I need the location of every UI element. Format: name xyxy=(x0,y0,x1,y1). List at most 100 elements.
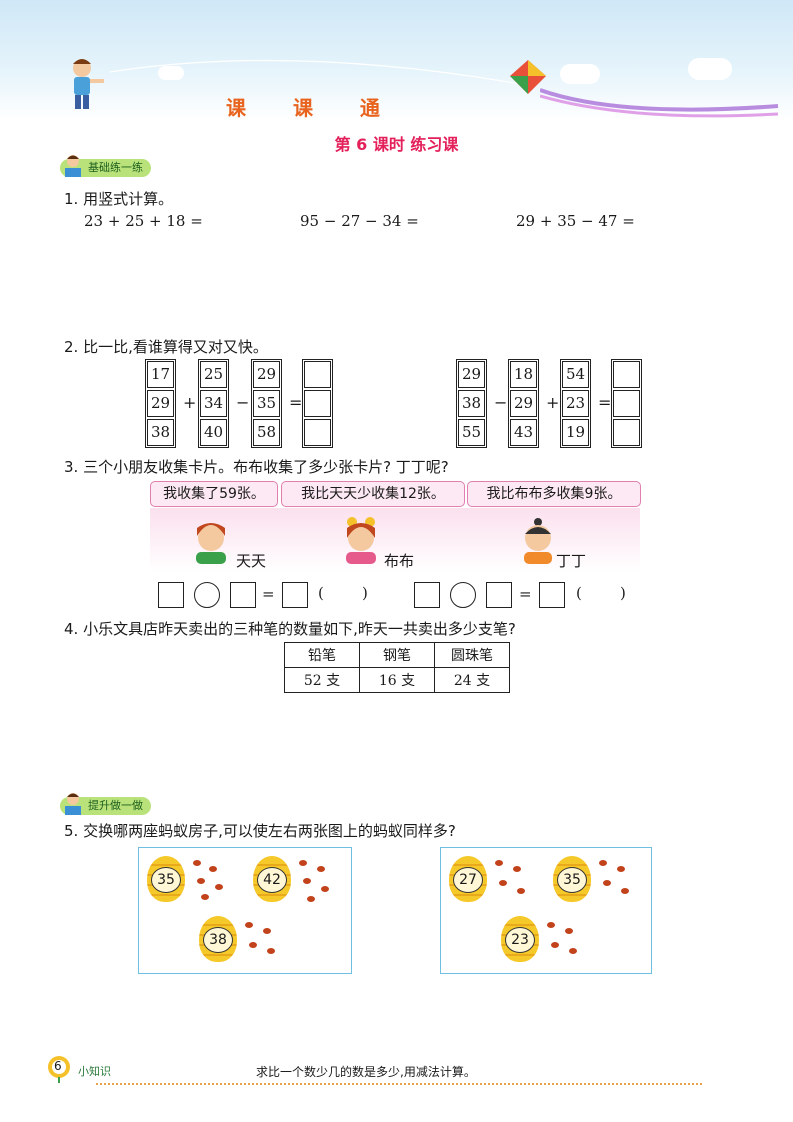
kite-icon xyxy=(510,60,546,94)
number-cell: 18 xyxy=(510,361,537,388)
unit-parentheses[interactable]: ( ) xyxy=(576,584,626,602)
girl-bubu-illustration xyxy=(346,517,376,564)
table-header-cell: 钢笔 xyxy=(359,642,435,668)
answer-box[interactable] xyxy=(282,582,308,608)
ant-icon xyxy=(193,860,201,866)
q2-left-column-2: 25 34 40 xyxy=(198,359,229,448)
ant-icon xyxy=(209,866,217,872)
ant-icon xyxy=(249,942,257,948)
ant-house[interactable]: 35 xyxy=(147,856,185,902)
ant-icon xyxy=(495,860,503,866)
answer-cell[interactable] xyxy=(613,390,640,417)
q3-scene-background xyxy=(150,508,640,572)
brand-title: 课 课 通 xyxy=(226,96,400,120)
q2-left-answer-column xyxy=(302,359,333,448)
ant-house[interactable]: 27 xyxy=(449,856,487,902)
number-cell: 55 xyxy=(458,419,485,446)
ant-count: 35 xyxy=(557,867,587,893)
speech-bubble-dingding: 我比布布多收集9张。 xyxy=(467,481,641,507)
question-5-text: 5. 交换哪两座蚂蚁房子,可以使左右两张图上的蚂蚁同样多? xyxy=(64,822,456,840)
number-cell: 38 xyxy=(458,390,485,417)
question-3-text: 3. 三个小朋友收集卡片。布布收集了多少张卡片? 丁丁呢? xyxy=(64,458,449,476)
number-cell: 29 xyxy=(253,361,280,388)
number-cell: 29 xyxy=(510,390,537,417)
name-bubu: 布布 xyxy=(384,552,415,570)
ant-icon xyxy=(621,888,629,894)
section-basic-label: 基础练一练 xyxy=(88,161,143,174)
ant-house[interactable]: 35 xyxy=(553,856,591,902)
kite-tail-ribbon xyxy=(540,88,779,118)
number-cell: 17 xyxy=(147,361,174,388)
answer-box[interactable] xyxy=(158,582,184,608)
q2-right-answer-column xyxy=(611,359,642,448)
number-cell: 43 xyxy=(510,419,537,446)
ant-icon xyxy=(299,860,307,866)
cloud-decoration xyxy=(688,58,732,80)
tip-text: 求比一个数少几的数是多少,用减法计算。 xyxy=(256,1065,476,1079)
number-cell: 29 xyxy=(147,390,174,417)
q1-expression-1: 23 + 25 + 18 = xyxy=(84,212,203,230)
ant-house[interactable]: 38 xyxy=(199,916,237,962)
answer-box[interactable] xyxy=(414,582,440,608)
ant-icon xyxy=(321,886,329,892)
kid-reading-icon xyxy=(65,793,81,815)
plus-operator: + xyxy=(546,393,560,412)
girl-tiantian-illustration xyxy=(196,523,226,564)
ant-picture-right: 27 35 23 xyxy=(440,847,652,974)
q1-expression-2: 95 − 27 − 34 = xyxy=(300,212,419,230)
answer-cell[interactable] xyxy=(304,419,331,446)
ant-count: 38 xyxy=(203,927,233,953)
equals-operator: = xyxy=(598,393,612,412)
section-badge-advanced: 提升做一做 xyxy=(60,793,151,815)
table-header-cell: 圆珠笔 xyxy=(434,642,510,668)
ant-picture-left: 35 42 38 xyxy=(138,847,352,974)
tip-label: 小知识 xyxy=(78,1065,111,1078)
operator-circle[interactable] xyxy=(450,582,476,608)
q2-left-column-1: 17 29 38 xyxy=(145,359,176,448)
question-4-text: 4. 小乐文具店昨天卖出的三种笔的数量如下,昨天一共卖出多少支笔? xyxy=(64,620,516,638)
number-cell: 38 xyxy=(147,419,174,446)
operator-circle[interactable] xyxy=(194,582,220,608)
question-2-text: 2. 比一比,看谁算得又对又快。 xyxy=(64,338,268,356)
table-header-cell: 铅笔 xyxy=(284,642,360,668)
answer-box[interactable] xyxy=(486,582,512,608)
page-header-banner: 课 课 通 xyxy=(0,0,793,120)
pen-sales-table: 铅笔 钢笔 圆珠笔 52 支 16 支 24 支 xyxy=(284,642,510,693)
number-cell: 40 xyxy=(200,419,227,446)
page-footer: 6 小知识 求比一个数少几的数是多少,用减法计算。 xyxy=(46,1055,702,1085)
ant-icon xyxy=(215,884,223,890)
dotted-divider xyxy=(96,1083,702,1085)
ant-icon xyxy=(513,866,521,872)
answer-box[interactable] xyxy=(230,582,256,608)
number-cell: 29 xyxy=(458,361,485,388)
answer-cell[interactable] xyxy=(304,390,331,417)
answer-cell[interactable] xyxy=(613,361,640,388)
minus-operator: − xyxy=(494,393,508,412)
table-row: 52 支 16 支 24 支 xyxy=(284,667,510,693)
ant-icon xyxy=(307,896,315,902)
answer-cell[interactable] xyxy=(613,419,640,446)
answer-cell[interactable] xyxy=(304,361,331,388)
equals-operator: = xyxy=(289,393,303,412)
name-dingding: 丁丁 xyxy=(556,552,587,570)
unit-parentheses[interactable]: ( ) xyxy=(318,584,368,602)
number-cell: 23 xyxy=(562,390,589,417)
table-cell: 24 支 xyxy=(434,667,510,693)
question-1-text: 1. 用竖式计算。 xyxy=(64,190,174,208)
ant-icon xyxy=(603,880,611,886)
ant-icon xyxy=(569,948,577,954)
ant-house[interactable]: 42 xyxy=(253,856,291,902)
number-cell: 19 xyxy=(562,419,589,446)
ant-count: 42 xyxy=(257,867,287,893)
answer-box[interactable] xyxy=(539,582,565,608)
ant-house[interactable]: 23 xyxy=(501,916,539,962)
q2-left-column-3: 29 35 58 xyxy=(251,359,282,448)
boy-dingding-illustration xyxy=(524,518,552,564)
ant-count: 27 xyxy=(453,867,483,893)
ant-icon xyxy=(201,894,209,900)
speech-bubble-tiantian: 我收集了59张。 xyxy=(150,481,278,507)
ant-icon xyxy=(499,880,507,886)
ant-icon xyxy=(197,878,205,884)
ant-icon xyxy=(303,878,311,884)
minus-operator: − xyxy=(236,393,250,412)
